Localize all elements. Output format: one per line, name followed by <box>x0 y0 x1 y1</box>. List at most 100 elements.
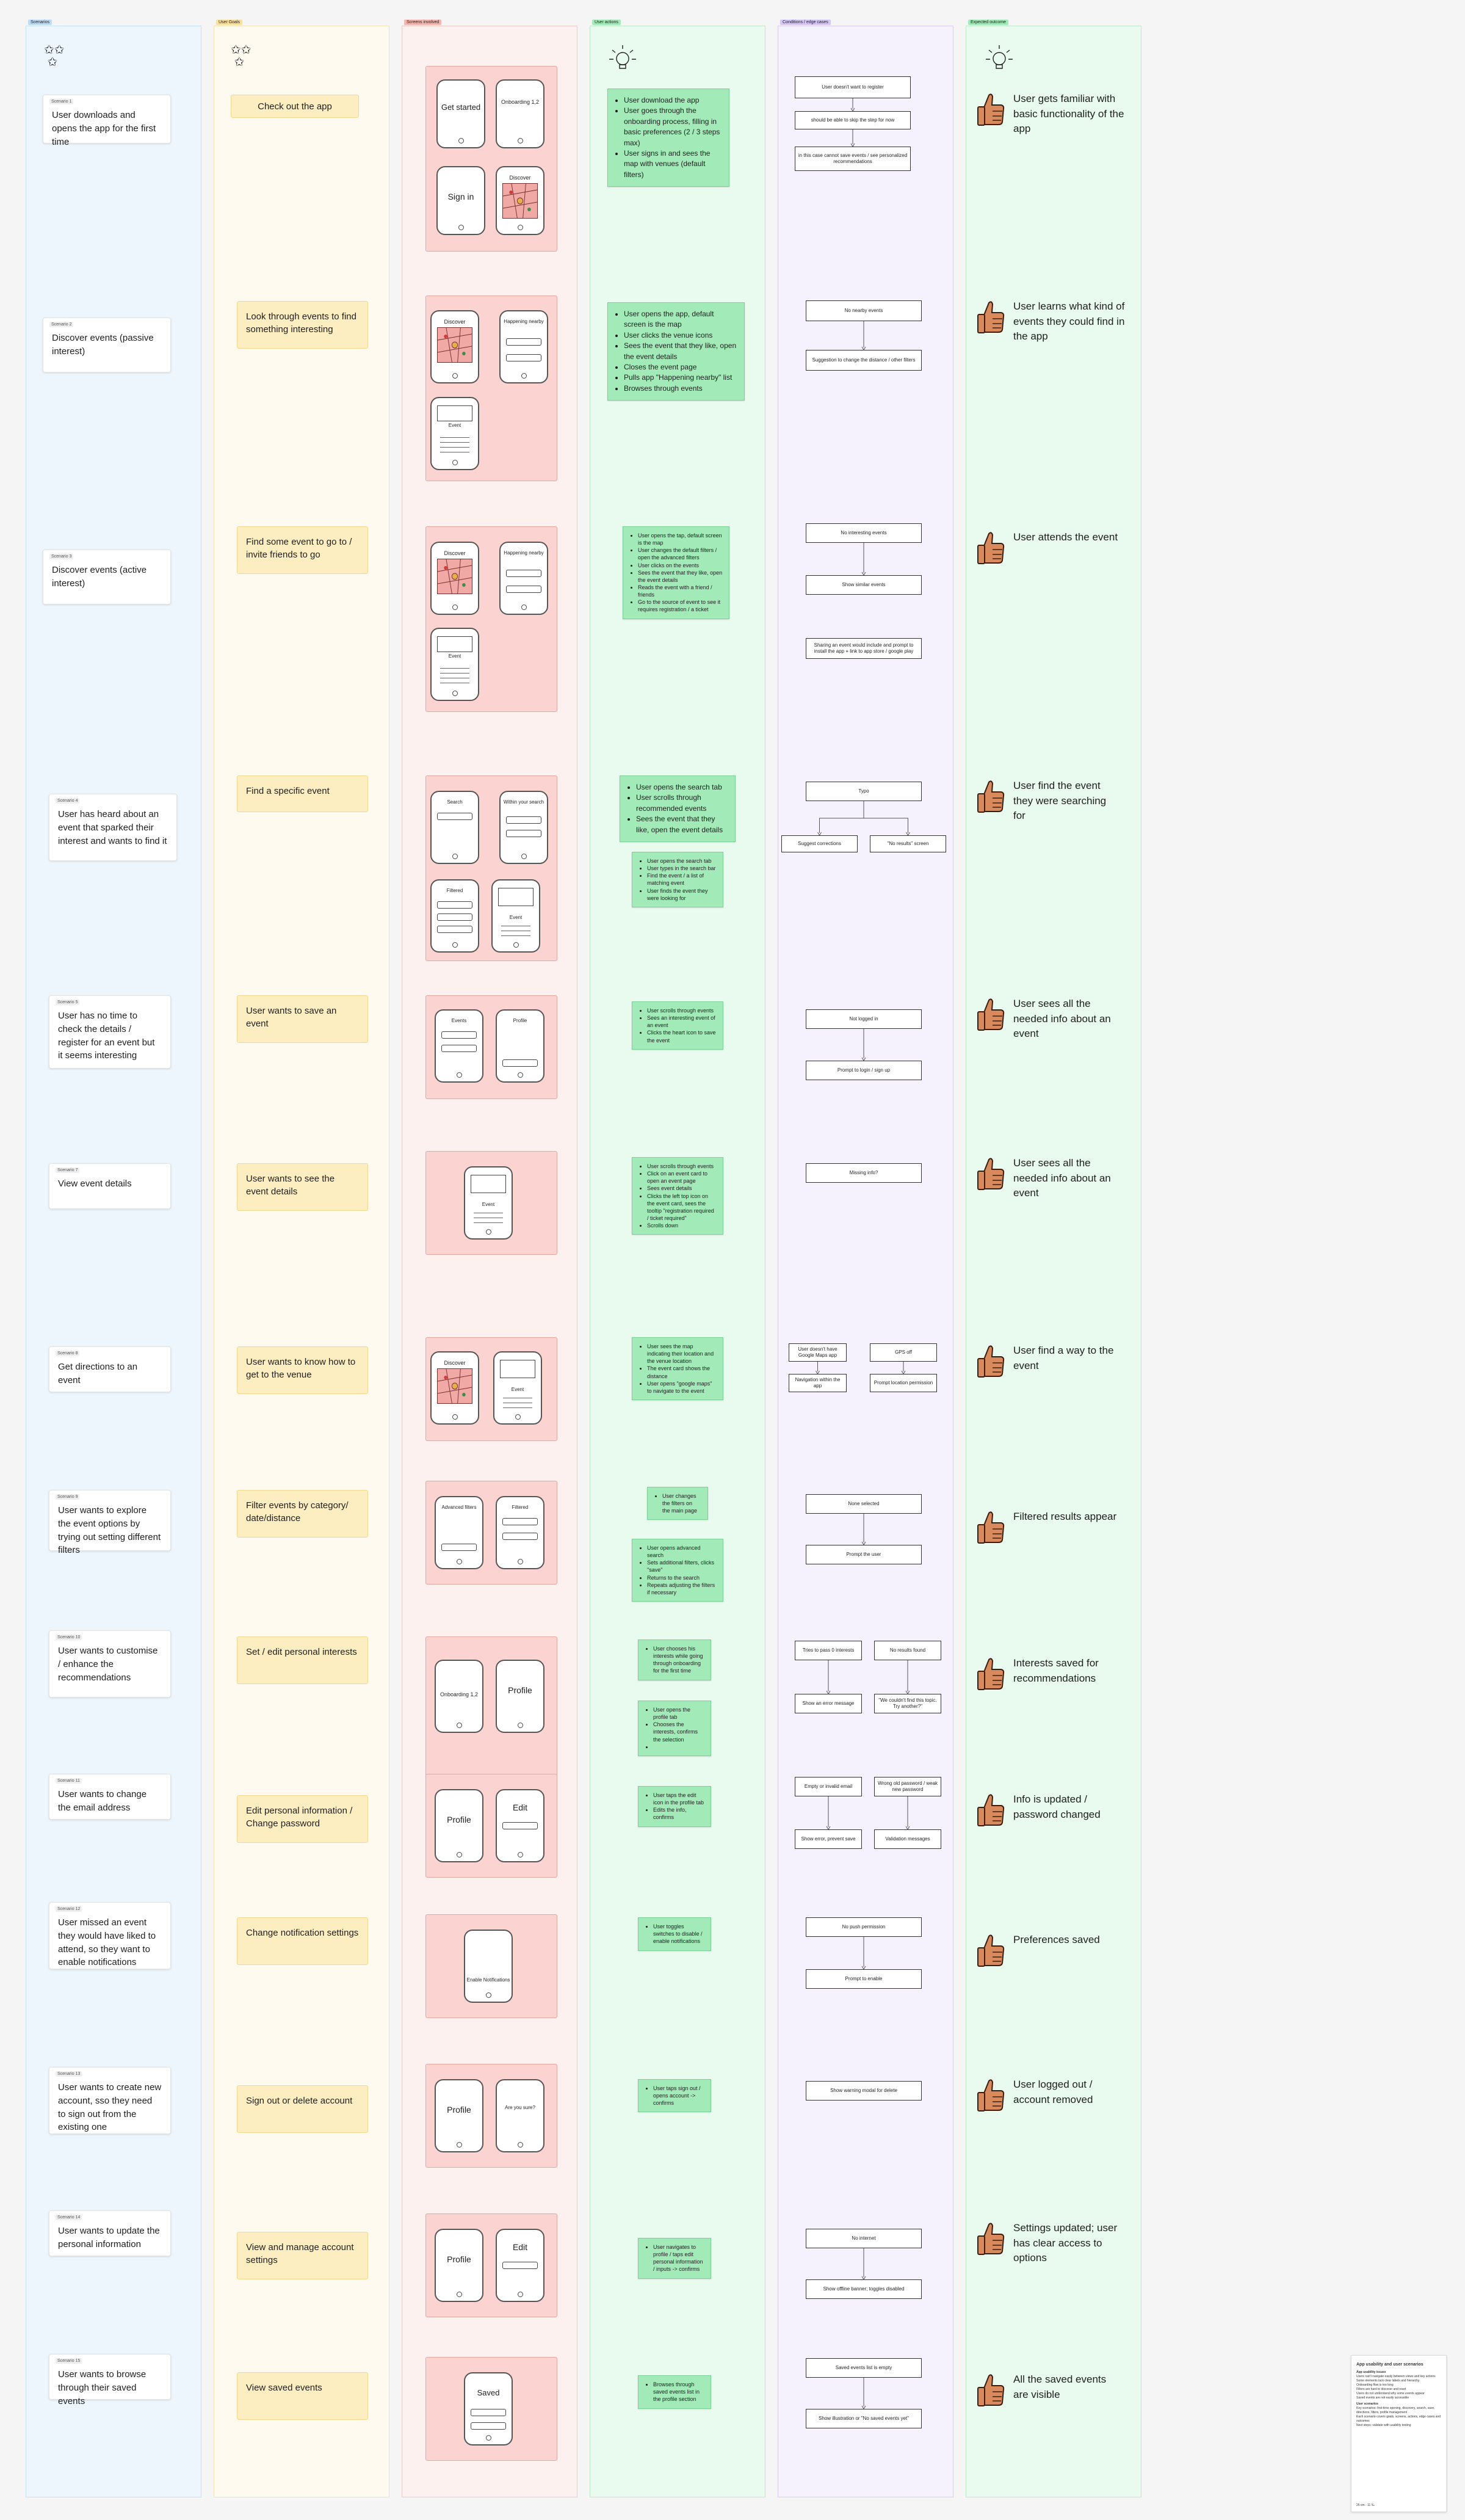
action-item: Sees event details <box>647 1185 717 1192</box>
summary-line: Each scenario covers goals, screens, act… <box>1356 2414 1441 2423</box>
condition-node: Suggest corrections <box>781 835 858 852</box>
condition-node: Navigation within the app <box>789 1374 847 1392</box>
scenario-text: Discover events (active interest) <box>52 565 147 589</box>
action-item: Closes the event page <box>624 362 737 372</box>
phone-label: Event <box>448 423 461 428</box>
condition-node: Tries to pass 0 interests <box>795 1641 862 1660</box>
phone-label: Onboarding 1,2 <box>440 1691 479 1698</box>
scenario-text: Get directions to an event <box>58 1362 138 1385</box>
condition-node: Saved events list is empty <box>806 2358 922 2378</box>
action-item: User chooses his interests while going t… <box>653 1645 704 1675</box>
phone-label: Discover <box>509 175 531 181</box>
scenario-tag: Scenario 1 <box>49 99 74 104</box>
phone-label: Filtered <box>512 1505 529 1510</box>
home-button-icon <box>457 1723 462 1728</box>
phone-label: Profile <box>447 2105 471 2115</box>
action-list: User opens advanced searchSets additiona… <box>638 1544 717 1596</box>
action-item: The event card shows the distance <box>647 1365 717 1379</box>
action-item: User scrolls through recommended events <box>636 793 728 814</box>
lane-tag-conditions: Conditions / edge cases <box>780 20 831 25</box>
scenario-text: User wants to create new account, sso th… <box>58 2082 162 2133</box>
phone-mockup: Edit <box>496 1789 544 1862</box>
phone-mockup: Within your search <box>499 791 548 864</box>
scenario-text: User has heard about an event that spark… <box>58 809 167 846</box>
outcome-text: User sees all the needed info about an e… <box>1013 998 1111 1040</box>
phone-label: Are you sure? <box>505 2105 535 2110</box>
image-placeholder <box>437 405 472 421</box>
action-list: User opens the search tabUser scrolls th… <box>628 782 728 835</box>
scenario-tag: Scenario 3 <box>49 554 74 559</box>
outcome-text: Settings updated; user has clear access … <box>1013 2222 1118 2264</box>
phone-label: Edit <box>512 2242 528 2252</box>
phone-field <box>437 926 472 933</box>
home-button-icon <box>457 1559 462 1564</box>
phone-label: Discover <box>444 1360 466 1366</box>
phone-field <box>506 586 541 593</box>
phone-label: Filtered <box>446 888 463 893</box>
phone-label: Event <box>511 1387 524 1392</box>
phone-field <box>441 1031 477 1039</box>
phone-label: Event <box>448 653 461 659</box>
text-line <box>440 673 470 674</box>
thumbs-up-icon <box>975 1509 1006 1545</box>
phone-mockup: Discover <box>496 166 544 235</box>
phone-field <box>471 2409 506 2416</box>
action-list: User opens the search tabUser types in t… <box>638 857 717 902</box>
phone-field <box>437 913 472 921</box>
scenario-text: View event details <box>58 1178 132 1189</box>
connector-line <box>863 801 908 833</box>
lane-tag-actions: User actions <box>592 20 621 25</box>
thumbs-up-icon <box>975 299 1006 335</box>
action-item: User signs in and sees the map with venu… <box>624 148 722 180</box>
phone-label: Happening nearby <box>504 319 544 324</box>
home-button-icon <box>486 1229 491 1235</box>
action-item: User taps sign out / opens account -> co… <box>653 2085 704 2107</box>
scenario-card: Scenario 5 User has no time to check the … <box>49 995 171 1069</box>
lightbulb-icon <box>986 45 1013 69</box>
phone-mockup: Happening nearby <box>499 310 548 383</box>
phone-field <box>437 813 472 820</box>
condition-node: "We couldn't find this topic. Try anothe… <box>874 1694 941 1713</box>
home-button-icon <box>521 854 527 859</box>
action-item: User changes the default filters / open … <box>638 546 723 561</box>
action-item: User opens the app, default screen is th… <box>624 309 737 330</box>
phone-mockup: Edit <box>496 2229 544 2302</box>
home-button-icon <box>458 225 464 230</box>
phone-mockup: Event <box>491 879 540 953</box>
action-list: User chooses his interests while going t… <box>645 1645 704 1675</box>
phone-label: Within your search <box>503 799 544 805</box>
condition-node: Prompt the user <box>806 1545 922 1564</box>
scenario-text: User has no time to check the details / … <box>58 1011 155 1061</box>
phone-mockup: Event <box>430 397 479 470</box>
action-item: User download the app <box>624 95 722 106</box>
summary-line: User scenarios <box>1356 2402 1378 2406</box>
action-list: User opens the tap, default screen is th… <box>629 532 723 614</box>
scenario-tag: Scenario 5 <box>56 1000 80 1005</box>
thumbs-up-icon <box>975 1156 1006 1191</box>
phone-mockup: Are you sure? <box>496 2079 544 2152</box>
phone-field <box>437 901 472 909</box>
home-button-icon <box>458 138 464 143</box>
connector-line <box>819 801 864 833</box>
thumbs-up-icon <box>975 1656 1006 1691</box>
home-button-icon <box>486 2435 491 2441</box>
phone-mockup: Discover <box>430 542 479 615</box>
text-line <box>440 437 470 438</box>
phone-field <box>506 816 541 824</box>
action-item: Clicks the left top icon on the event ca… <box>647 1193 717 1222</box>
scenario-tag: Scenario 14 <box>56 2215 82 2220</box>
summary-header: App usability and user scenarios <box>1356 2362 1423 2367</box>
image-placeholder <box>437 636 472 652</box>
user-action-sticky: User chooses his interests while going t… <box>638 1639 711 1680</box>
outcome-text: Filtered results appear <box>1013 1511 1117 1522</box>
phone-label: Discover <box>444 319 466 325</box>
condition-node: No internet <box>806 2229 922 2248</box>
phone-label: Profile <box>508 1685 532 1695</box>
action-item: User scrolls through events <box>647 1163 717 1170</box>
phone-field <box>506 830 541 837</box>
action-item: User goes through the onboarding process… <box>624 106 722 148</box>
